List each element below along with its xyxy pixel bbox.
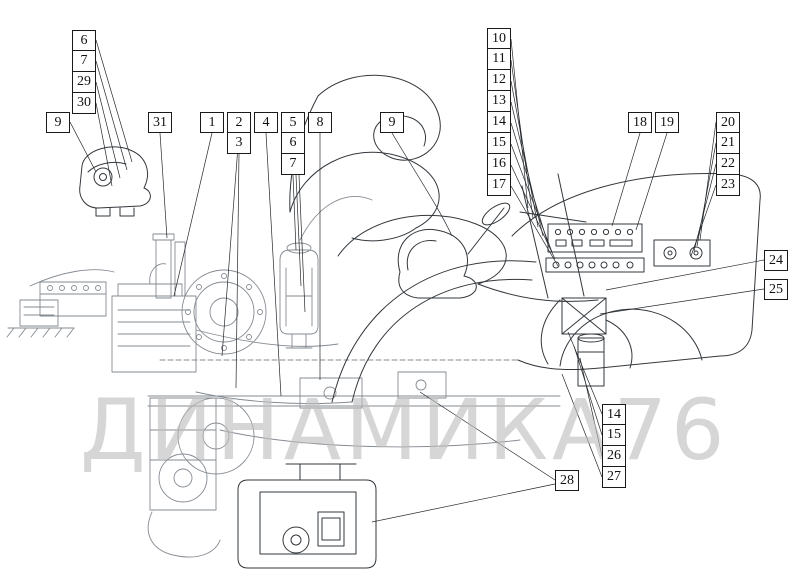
callout-6-mid: 6 [281, 133, 305, 154]
callout-21: 21 [716, 133, 740, 154]
callout-stack-14-15-26-27: 14 15 26 27 [602, 404, 626, 488]
leader-lines [69, 38, 765, 523]
callout-20: 20 [716, 112, 740, 133]
callout-stack-20-23: 20 21 22 23 [716, 112, 740, 196]
callout-5: 5 [281, 112, 305, 133]
callout-18: 18 [628, 112, 652, 133]
callout-28-label: 28 [555, 470, 579, 491]
callout-28: 28 [555, 470, 579, 491]
callout-7-mid: 7 [281, 154, 305, 175]
machine-dark-lines [79, 74, 761, 569]
callout-4: 4 [254, 112, 278, 133]
callout-9-left: 9 [46, 112, 70, 133]
callout-31: 31 [148, 112, 172, 133]
callout-stack-top-left: 6 7 29 30 [72, 30, 96, 114]
callout-26: 26 [602, 446, 626, 467]
callout-2: 2 [227, 112, 251, 133]
callout-7-top: 7 [72, 51, 96, 72]
callout-15-top: 15 [487, 133, 511, 154]
callout-31-label: 31 [148, 112, 172, 133]
callout-4-label: 4 [254, 112, 278, 133]
callout-9-left-label: 9 [46, 112, 70, 133]
callout-25-label: 25 [764, 279, 788, 300]
callout-30: 30 [72, 93, 96, 114]
callout-24: 24 [764, 250, 788, 271]
callout-12: 12 [487, 70, 511, 91]
callout-29: 29 [72, 72, 96, 93]
callout-11: 11 [487, 49, 511, 70]
callout-3: 3 [227, 133, 251, 154]
callout-19-label: 19 [655, 112, 679, 133]
callout-9-mid-label: 9 [380, 112, 404, 133]
callout-17: 17 [487, 175, 511, 196]
callout-13: 13 [487, 91, 511, 112]
callout-18-label: 18 [628, 112, 652, 133]
callout-19: 19 [655, 112, 679, 133]
callout-10: 10 [487, 28, 511, 49]
callout-25: 25 [764, 279, 788, 300]
callout-stack-5-6-7: 5 6 7 [281, 112, 305, 175]
callout-1: 1 [200, 112, 224, 133]
callout-6-top: 6 [72, 30, 96, 51]
callout-9-mid: 9 [380, 112, 404, 133]
callout-22: 22 [716, 154, 740, 175]
machine-light-lines [6, 196, 561, 558]
callout-stack-2-3: 2 3 [227, 112, 251, 154]
callout-stack-10-17: 10 11 12 13 14 15 16 17 [487, 28, 511, 196]
callout-14-bottom: 14 [602, 404, 626, 425]
callout-23: 23 [716, 175, 740, 196]
callout-16: 16 [487, 154, 511, 175]
callout-24-label: 24 [764, 250, 788, 271]
callout-1-label: 1 [200, 112, 224, 133]
callout-14-top: 14 [487, 112, 511, 133]
callout-8: 8 [308, 112, 332, 133]
callout-8-label: 8 [308, 112, 332, 133]
callout-15-bottom: 15 [602, 425, 626, 446]
callout-27: 27 [602, 467, 626, 488]
